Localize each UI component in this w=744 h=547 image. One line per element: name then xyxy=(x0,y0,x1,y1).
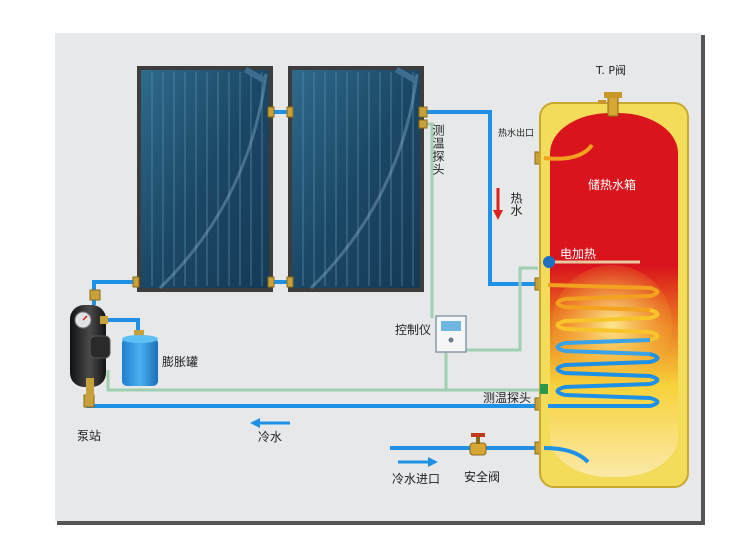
hot-water-flow-label: 热水 xyxy=(509,192,523,216)
hot-water-outlet-label: 热水出口 xyxy=(498,127,534,139)
pump-station-icon xyxy=(70,305,111,396)
electric-heater-icon xyxy=(543,256,555,268)
solar-collector-right xyxy=(288,66,424,292)
expansion-tank-label: 膨胀罐 xyxy=(162,355,198,369)
solar-collector-left xyxy=(137,66,273,292)
temp-probe-bottom-label: 测温探头 xyxy=(483,391,531,405)
temp-probe-top-label: 测温探头 xyxy=(431,124,445,176)
cold-inlet-arrow xyxy=(398,457,438,467)
tp-valve-label: T. P阀 xyxy=(595,63,626,77)
safety-valve-label: 安全阀 xyxy=(464,469,500,484)
controller-icon xyxy=(435,315,467,353)
cold-water-label: 冷水 xyxy=(258,430,282,444)
tp-valve-icon xyxy=(598,92,622,117)
electric-heater-label: 电加热 xyxy=(560,247,596,261)
expansion-tank-icon xyxy=(122,330,158,386)
heat-exchanger-coil xyxy=(547,283,660,408)
storage-tank xyxy=(539,102,689,488)
safety-valve-icon xyxy=(469,433,487,456)
cold-water-inlet-label: 冷水进口 xyxy=(392,472,440,486)
storage-tank-label: 储热水箱 xyxy=(588,177,636,192)
hot-flow-arrow xyxy=(493,188,503,220)
cold-flow-arrow-left xyxy=(250,418,290,428)
controller-label: 控制仪 xyxy=(395,323,431,337)
pump-station-label: 泵站 xyxy=(77,429,101,443)
bottom-sensor-icon xyxy=(540,384,548,394)
